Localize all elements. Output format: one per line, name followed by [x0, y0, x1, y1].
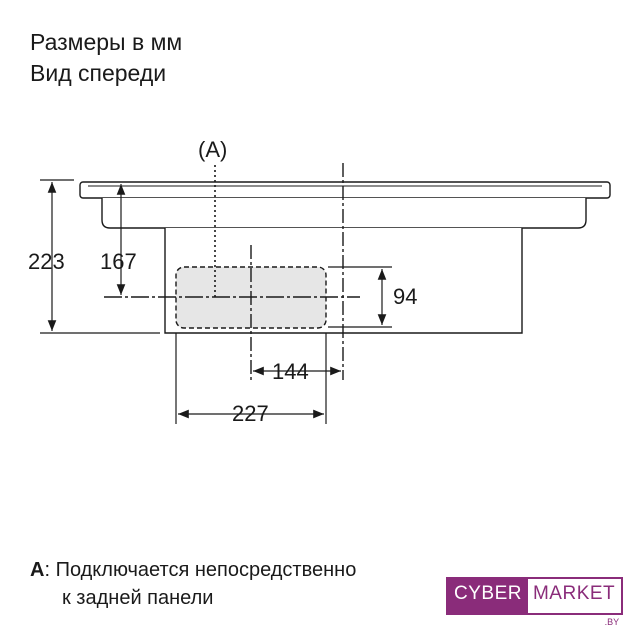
logo-suffix: .BY: [604, 617, 620, 627]
hob-body-upper: [101, 198, 587, 229]
logo-part-cyber: CYBER: [448, 579, 528, 613]
note-line-1: A: Подключается непосредственно: [30, 556, 356, 584]
note-line-2: к задней панели: [62, 587, 214, 609]
note-marker: A: [30, 559, 45, 581]
callout-label-a: (A): [198, 137, 227, 162]
dim-label-227: 227: [232, 401, 269, 426]
cybermarket-logo: CYBER MARKET .BY: [446, 577, 624, 627]
title-view: Вид спереди: [30, 60, 167, 86]
dim-label-144: 144: [272, 359, 309, 384]
dim-label-94: 94: [393, 284, 417, 309]
title-dimensions-unit: Размеры в мм: [30, 29, 183, 55]
logo-part-market: MARKET: [532, 583, 616, 604]
dim-label-223: 223: [28, 249, 65, 274]
dim-label-167: 167: [100, 249, 137, 274]
note-text-1: : Подключается непосредственно: [44, 559, 357, 581]
hob-top-plate: [79, 181, 611, 199]
